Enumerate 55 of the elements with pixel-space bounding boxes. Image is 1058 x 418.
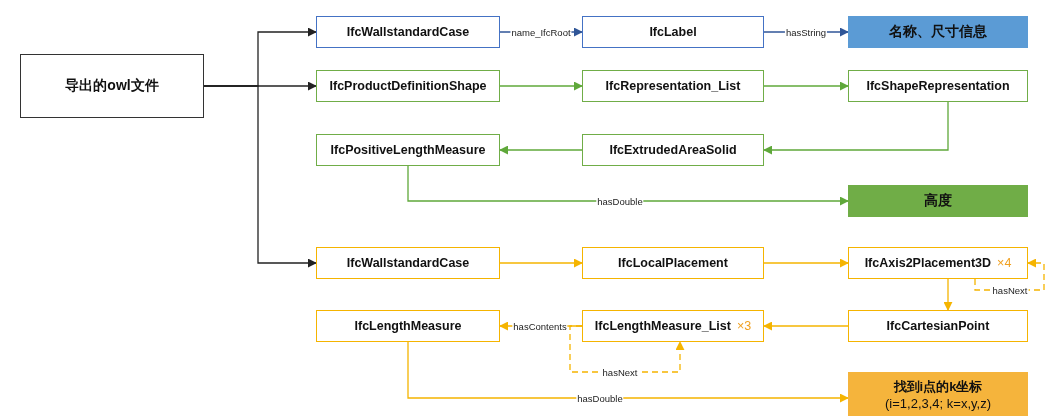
arrow bbox=[763, 81, 849, 91]
count-label: ×3 bbox=[736, 319, 752, 333]
edge-label: hasDouble bbox=[576, 392, 624, 404]
arrow bbox=[499, 258, 583, 268]
process-box bbox=[848, 372, 1028, 416]
node-label: IfcShapeRepresentation bbox=[866, 79, 1010, 93]
node-label: IfcRepresentation_List bbox=[605, 79, 741, 93]
node-label: 高度 bbox=[924, 192, 952, 210]
process-box bbox=[316, 310, 500, 342]
arrow bbox=[407, 165, 849, 206]
arrow bbox=[763, 101, 949, 155]
node-label: IfcLabel bbox=[649, 25, 697, 39]
node-label: IfcProductDefinitionShape bbox=[329, 79, 487, 93]
node-label: IfcPositiveLengthMeasure bbox=[330, 143, 486, 157]
arrow bbox=[499, 145, 583, 155]
edge-label: hasDouble bbox=[596, 195, 644, 207]
edge-label: hasString bbox=[784, 26, 828, 38]
node-label: IfcAxis2Placement3D bbox=[864, 256, 992, 270]
arrow bbox=[943, 278, 953, 311]
process-box bbox=[582, 16, 764, 48]
process-box bbox=[582, 310, 764, 342]
node-label: IfcExtrudedAreaSolid bbox=[609, 143, 737, 157]
edge-label: hasNext bbox=[601, 366, 639, 378]
edge-label: hasNext bbox=[991, 284, 1029, 296]
node-label: IfcWallstandardCase bbox=[346, 25, 470, 39]
node-label: IfcCartesianPoint bbox=[886, 319, 990, 333]
process-box bbox=[848, 247, 1028, 279]
process-box bbox=[316, 134, 500, 166]
arrow bbox=[203, 85, 317, 268]
edge-label: name_IfcRoot bbox=[510, 26, 572, 38]
process-box bbox=[848, 185, 1028, 217]
process-box bbox=[582, 247, 764, 279]
process-box bbox=[316, 247, 500, 279]
edge-label: hasContents bbox=[512, 320, 568, 332]
node-label: (i=1,2,3,4; k=x,y,z) bbox=[885, 395, 991, 411]
arrow bbox=[763, 258, 849, 268]
process-box bbox=[316, 70, 500, 102]
process-box bbox=[316, 16, 500, 48]
process-box bbox=[582, 134, 764, 166]
node-label: IfcLengthMeasure bbox=[354, 319, 462, 333]
arrow bbox=[763, 321, 849, 331]
process-box bbox=[848, 16, 1028, 48]
node-label: 找到i点的k坐标 bbox=[893, 377, 983, 396]
node-label: IfcLengthMeasure_List bbox=[594, 319, 731, 333]
process-box bbox=[848, 70, 1028, 102]
node-label: 名称、尺寸信息 bbox=[889, 23, 987, 41]
process-box bbox=[848, 310, 1028, 342]
process-box bbox=[582, 70, 764, 102]
node-label: IfcLocalPlacement bbox=[618, 256, 728, 270]
node-label: IfcWallstandardCase bbox=[346, 256, 470, 270]
node-label: 导出的owl文件 bbox=[65, 77, 159, 95]
arrow bbox=[407, 341, 849, 403]
process-box bbox=[20, 54, 204, 118]
arrow bbox=[499, 81, 583, 91]
count-label: ×4 bbox=[997, 256, 1012, 270]
